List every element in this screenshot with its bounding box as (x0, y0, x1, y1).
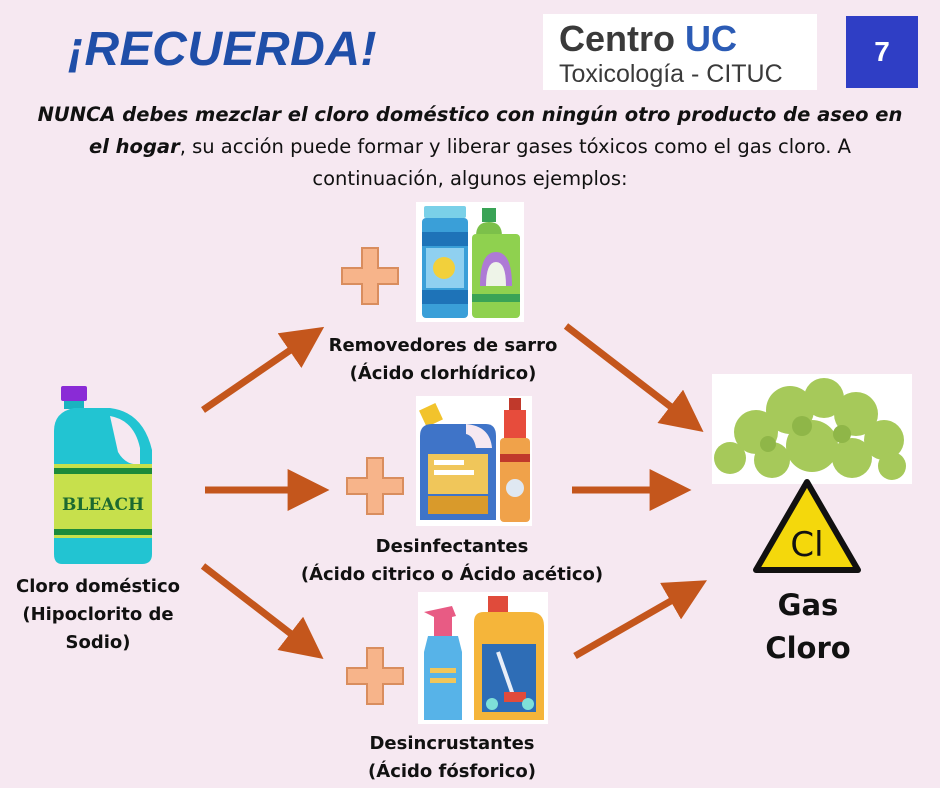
arrow-sarro-to-gas (563, 323, 704, 432)
page-title: ¡RECUERDA! (68, 23, 377, 76)
product-name: Desinfectantes (375, 536, 529, 557)
logo-line1: Centro UC (559, 18, 737, 60)
source-label: Cloro doméstico (Hipoclorito de Sodio) (6, 573, 190, 657)
scale-remover-bottles-icon (416, 202, 524, 322)
product-label-sarro: Removedores de sarro (Ácido clorhídrico) (310, 332, 576, 388)
intro-emphasis: NUNCA debes mezclar el cloro doméstico c… (37, 103, 903, 158)
logo-uc: UC (685, 18, 737, 59)
result-label-line2: Cloro (765, 631, 851, 665)
disinfectant-bottles-icon (416, 396, 532, 526)
plus-icon (341, 247, 399, 305)
source-label-line2: (Hipoclorito de (22, 604, 174, 625)
source-label-line3: Sodio) (65, 632, 131, 653)
plus-icon (346, 647, 404, 705)
arrow-to-desincrustantes (200, 563, 324, 659)
centro-uc-logo: Centro UC Toxicología - CITUC (543, 14, 817, 90)
intro-text: NUNCA debes mezclar el cloro doméstico c… (30, 99, 910, 195)
result-label-line1: Gas (777, 588, 839, 622)
source-label-line1: Cloro doméstico (16, 576, 180, 597)
bleach-bottle-text: BLEACH (62, 495, 144, 515)
chlorine-hazard-icon: Cl (753, 479, 861, 573)
intro-rest: , su acción puede formar y liberar gases… (179, 135, 852, 190)
arrow-to-sarro (201, 326, 325, 413)
product-label-desinfectantes: Desinfectantes (Ácido citrico o Ácido ac… (290, 533, 614, 589)
chlorine-gas-cloud-icon (712, 374, 912, 484)
arrow-desincrustantes-to-gas (573, 580, 707, 660)
logo-centro: Centro (559, 18, 685, 59)
page-number-badge: 7 (846, 16, 918, 88)
product-name: Desincrustantes (369, 733, 535, 754)
descaler-bottles-icon (418, 592, 548, 724)
result-label: Gas Cloro (730, 584, 886, 670)
product-name: Removedores de sarro (328, 335, 558, 356)
plus-icon (346, 457, 404, 515)
product-acid: (Ácido fósforico) (368, 761, 536, 782)
logo-line2: Toxicología - CITUC (559, 60, 783, 88)
product-acid: (Ácido clorhídrico) (349, 363, 537, 384)
product-label-desincrustantes: Desincrustantes (Ácido fósforico) (340, 730, 564, 786)
product-acid: (Ácido citrico o Ácido acético) (300, 564, 604, 585)
bleach-bottle-icon: BLEACH (54, 386, 152, 564)
chlorine-symbol: Cl (790, 525, 823, 565)
